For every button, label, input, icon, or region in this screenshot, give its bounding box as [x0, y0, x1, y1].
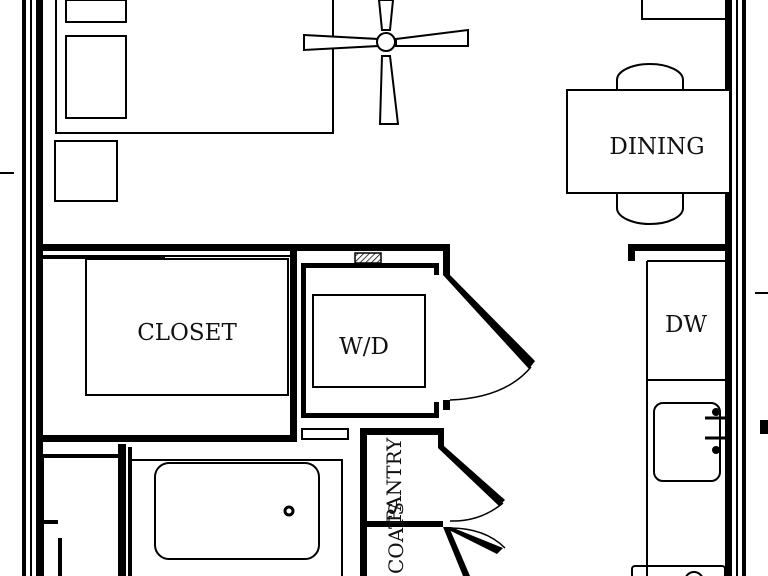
interior-walls — [40, 244, 725, 442]
vent-icon — [354, 252, 382, 264]
laundry-walls — [290, 251, 450, 442]
pantry-door[interactable] — [438, 446, 505, 522]
bed — [55, 0, 334, 134]
laundry-door[interactable] — [443, 275, 535, 401]
dining-label: DINING — [609, 134, 704, 160]
bathtub — [132, 459, 343, 576]
washer-dryer-label: W/D — [339, 334, 389, 360]
ceiling-fan-icon — [303, 0, 469, 125]
bathroom-walls — [40, 444, 132, 576]
closet-shelf — [85, 258, 289, 396]
coats-label: COATS — [384, 502, 408, 574]
washer-dryer-unit — [312, 294, 426, 388]
dining-area — [566, 63, 731, 225]
top-right-cabinet — [641, 0, 725, 20]
sink-icon — [653, 402, 725, 482]
dishwasher-label: DW — [665, 312, 707, 338]
pantry-label: PANTRY — [382, 437, 406, 522]
closet-label: CLOSET — [137, 320, 237, 346]
coats-door[interactable] — [443, 527, 506, 576]
kitchen-counter — [646, 260, 725, 576]
nightstand — [54, 140, 118, 202]
pantry-walls — [360, 428, 444, 576]
hall-shelf — [301, 428, 349, 440]
range-icon — [631, 565, 726, 576]
